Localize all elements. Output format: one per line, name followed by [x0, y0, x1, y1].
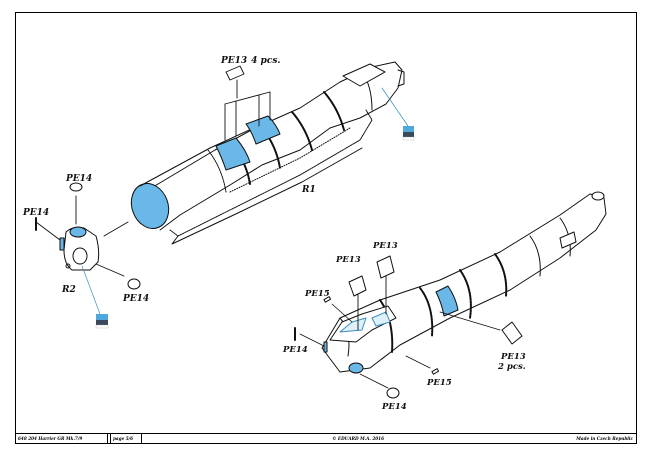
- pe14-part-shape: [127, 278, 141, 290]
- r1-body-outline: [147, 61, 403, 231]
- r1-ring: [291, 111, 313, 151]
- leader-r2-right: [95, 263, 125, 277]
- label-pe14-lower-bottom: PE14: [381, 402, 407, 412]
- pe15-part-shape: [431, 368, 440, 375]
- r1-ring: [207, 149, 227, 193]
- pe13-part-shape: [376, 255, 395, 279]
- footer-page: page 5/6: [110, 434, 142, 443]
- label-pe14-r2-top: PE14: [65, 174, 92, 184]
- label-pe14-r2-left: PE14: [22, 208, 49, 218]
- part-r2: [59, 226, 100, 271]
- pe14-part-shape: [386, 387, 400, 399]
- r1-blue-panel: [215, 137, 251, 171]
- footer-model: 648 204 Harrier GR Mk.7/9: [16, 434, 108, 443]
- label-pe15-upper: PE15: [304, 289, 330, 299]
- label-pe14-lower-left: PE14: [282, 345, 308, 355]
- footer-origin: Made in Czech Republic: [576, 436, 633, 441]
- leader-r2-left: [35, 221, 61, 241]
- color-badge-r2: [95, 314, 109, 329]
- footer-copyright: © EDUARD M.A. 2016: [332, 436, 385, 441]
- leader-pe13-lower-right: [439, 311, 501, 331]
- lower-blue-panel: [435, 285, 459, 317]
- leader-pe13-top: [224, 65, 271, 141]
- pe13-part-shape: [501, 321, 523, 345]
- label-pe14-r2-right: PE14: [122, 294, 149, 304]
- r1-blue-panel: [245, 115, 281, 145]
- pe14-part-shape: [69, 182, 83, 192]
- sheet-footer: 648 204 Harrier GR Mk.7/9 page 5/6 © EDU…: [15, 434, 637, 444]
- pe13-part-shape: [348, 275, 367, 297]
- color-badge-r1: [402, 126, 415, 141]
- label-r1: R1: [301, 185, 316, 195]
- leader-pe14-lower-left: [299, 333, 325, 347]
- pe13-part-shape: [225, 65, 245, 81]
- r1-ring: [323, 91, 345, 131]
- label-pe15-lower: PE15: [426, 378, 452, 388]
- label-pe13-lower-right: PE13: [500, 352, 526, 362]
- part-r1: [130, 61, 405, 245]
- leader-r1-badge: [381, 87, 409, 127]
- pe15-part-shape: [323, 296, 332, 303]
- instruction-sheet-frame: [15, 12, 637, 434]
- label-r2: R2: [61, 285, 76, 295]
- label-pe13-lower-right-qty: 2 pcs.: [497, 362, 526, 372]
- leader-pe15-lower: [405, 355, 431, 369]
- label-pe13-lower-b: PE13: [372, 241, 398, 251]
- leader-pe15-upper: [331, 303, 353, 323]
- leader-pe14-lower-bottom: [359, 373, 389, 389]
- leader-r2-badge: [81, 265, 101, 315]
- label-pe13-lower-a: PE13: [335, 255, 361, 265]
- leader-r1-r2: [103, 221, 129, 237]
- part-lower-fuselage: [321, 191, 607, 374]
